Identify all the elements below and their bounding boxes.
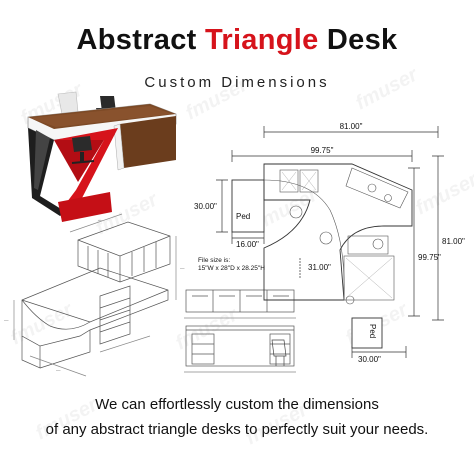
page-subtitle: Custom Dimensions xyxy=(144,74,330,91)
dim-right-inner: 99.75" xyxy=(418,253,441,262)
svg-text:—: — xyxy=(56,368,61,373)
watermark: fmuser xyxy=(7,298,77,349)
title-suffix: Desk xyxy=(326,24,398,56)
dim-bottom-width: 30.00" xyxy=(358,355,381,364)
footer-line-2: of any abstract triangle desks to perfec… xyxy=(45,421,429,438)
watermark: fmuser xyxy=(352,63,422,114)
elevation-drawing xyxy=(184,289,296,373)
dim-inner-curve: 31.00" xyxy=(308,263,331,272)
footer-line-1: We can effortlessly custom the dimension… xyxy=(95,396,379,413)
svg-text:—: — xyxy=(180,266,185,271)
svg-text:—: — xyxy=(98,218,103,223)
file-size-note: File size is: 15"W x 28"D x 28.25"H xyxy=(198,257,265,272)
title-prefix: Abstract xyxy=(76,24,197,56)
ped-label-left: Ped xyxy=(236,212,250,221)
title-accent: Triangle xyxy=(204,24,319,56)
page-title: Abstract Triangle Desk xyxy=(0,24,474,57)
dim-top-inner: 99.75" xyxy=(311,146,334,155)
watermark: fmuser xyxy=(412,168,474,219)
ped-label-bottom: Ped xyxy=(368,324,377,338)
dimension-labels: 81.00" 99.75" 30.00" 16.00" 31.00" 30.00… xyxy=(194,122,465,364)
dim-left-depth: 30.00" xyxy=(194,202,217,211)
file-size-label: File size is: xyxy=(198,257,230,264)
footer-text: We can effortlessly custom the dimension… xyxy=(0,392,474,442)
dim-top-overall: 81.00" xyxy=(340,122,363,131)
chair-drawing xyxy=(271,339,287,366)
dim-right-overall: 81.00" xyxy=(442,237,465,246)
isometric-dim-labels: — — — — xyxy=(4,218,185,373)
ped-labels: Ped Ped xyxy=(236,212,377,338)
desk-photo xyxy=(27,91,177,222)
floor-plan xyxy=(216,126,444,358)
isometric-drawing xyxy=(13,213,177,377)
svg-text:—: — xyxy=(4,318,9,323)
watermark: fmuser xyxy=(172,303,242,354)
dim-left-width: 16.00" xyxy=(236,240,259,249)
watermark: fmuser xyxy=(182,73,252,124)
file-size-value: 15"W x 28"D x 28.25"H xyxy=(198,265,265,272)
